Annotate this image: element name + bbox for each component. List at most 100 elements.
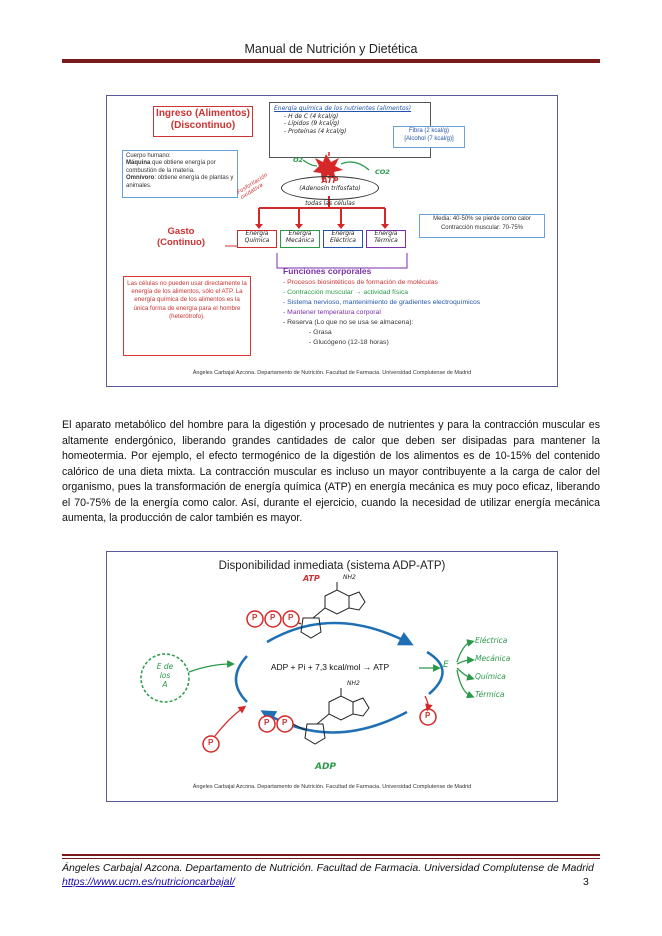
celulas-atp-box: Las células no pueden usar directamente … [123,276,251,356]
food-energy-l3: A [162,680,168,689]
reserva-item: - Glucógeno (12-18 horas) [309,339,389,346]
cycle-arc-top [266,621,414,646]
adp-molecule-icon [292,688,370,745]
phosphate-p: P [252,613,258,622]
fibre-line1: Fibra (2 kcal/g) [408,128,449,134]
cycle-arc-left [234,655,248,703]
energy-branch-1 [456,639,475,663]
arrowhead-2 [295,224,303,229]
cuerpo-humano-box: Cuerpo humano: Máquina que obtiene energ… [122,150,238,198]
funciones-connector [276,253,408,269]
phosphate-in-arrow [214,705,247,737]
gasto-label: Gasto (Continuo) [145,226,217,248]
maquina-label: Máquina [126,160,151,167]
fibre-line2: [Alcohol (7 kcal/g)] [404,136,454,142]
funciones-list: - Procesos biosintéticos de formación de… [283,278,533,348]
arrowhead-3 [337,224,345,229]
nutrient-lipidos: - Lípidos (9 kcal/g) [284,120,340,127]
energy-box-mecanica-l1: Energía [288,230,312,237]
omnivoro-label: Omnívoro [126,175,155,182]
nutrient-hdc: - H de C (4 kcal/g) [284,112,339,120]
nutrient-proteinas: - Proteínas (4 kcal/g) [284,127,347,135]
energy-type-mecanica: Mecánica [475,654,511,663]
energy-branch-2 [456,656,475,665]
media-line2: Contracción muscular: 70-75% [440,225,524,231]
reserva-item: - Grasa [309,329,332,336]
food-energy-l2: los [159,671,171,680]
page-header-title: Manual de Nutrición y Dietética [244,42,418,56]
funciones-title: Funciones corporales [283,266,372,276]
phosphate-circle [258,715,276,733]
figure1-caption: Ángeles Carbajal Azcona. Departamento de… [192,370,472,376]
energy-box-termica-l1: Energía [374,230,398,237]
header-divider [62,59,600,63]
ingreso-subtitle: (Discontinuo) [170,120,236,131]
funcion-item: - Reserva (Lo que no se usa se almacena)… [283,319,414,326]
maquina-desc: que obtiene energía por combustión de la… [126,160,216,174]
co2-arrow-icon [340,161,370,171]
omnivoro-text: Omnívoro: obtiene energía de plantas y a… [126,175,234,190]
gasto-title: Gasto [167,226,195,237]
phosphate-circle [276,715,294,733]
page-number: 3 [583,876,589,888]
phosphate-p: P [270,613,276,622]
media-line1: Media: 40-50% se pierde como calor [433,216,531,222]
maquina-text: Máquina que obtiene energía por combusti… [126,160,234,175]
phosphate-p: P [208,738,214,747]
phosphate-out-arrow [424,695,433,712]
atp-equation: ADP + Pi + 7,3 kcal/mol → ATP [270,662,390,672]
energy-branch-3 [456,667,475,681]
omnivoro-desc: : obtiene energía de plantas y animales. [126,175,234,189]
fibre-box: Fibra (2 kcal/g) [Alcohol (7 kcal/g)] [393,126,465,148]
footer-divider-thin [62,858,600,859]
energy-type-electrica: Eléctrica [475,636,508,645]
energy-type-quimica: Química [475,672,506,681]
food-energy-l1: E de [156,662,174,671]
food-energy-arrow [188,660,235,673]
arrowhead-1 [255,224,263,229]
atp-molecule-icon [288,582,366,639]
energy-type-termica: Térmica [475,690,505,699]
phosphate-p: P [288,613,294,622]
phosphate-circle [246,610,264,628]
energy-box-mecanica: Energía Mecánica [280,230,320,248]
atp-top-label: ATP [303,574,320,583]
energy-box-electrica-l2: Eléctrica [330,236,356,244]
energy-box-mecanica-l2: Mecánica [285,236,315,244]
phosphate-circle [264,610,282,628]
footer-divider-thick [62,854,600,856]
nh2-bottom-label: NH2 [347,680,360,687]
energy-box-electrica: Energía Eléctrica [323,230,363,248]
energy-box-electrica-l1: Energía [331,230,355,237]
footer-url-link[interactable]: https://www.ucm.es/nutricioncarbajal/ [62,876,235,888]
footer-author: Ángeles Carbajal Azcona. Departamento de… [62,862,594,874]
combustion-burst-icon [313,154,343,181]
funcion-item: - Procesos biosintéticos de formación de… [283,279,438,286]
figure2-diagram [140,582,475,753]
ingreso-title: Ingreso (Alimentos) [156,108,250,119]
funcion-item: - Contracción muscular → actividad físic… [283,289,409,296]
o2-label: O2 [293,156,304,164]
nh2-top-label: NH2 [343,574,356,581]
funcion-item: - Mantener temperatura corporal [283,309,381,316]
phosphate-circle [202,735,220,753]
phosphate-circle [282,610,300,628]
atp-desc2: todas las células [305,200,355,207]
atp-desc1: (Adenosín trifosfato) [299,185,361,192]
phosphate-p: P [264,718,270,727]
figure-adp-atp: Disponibilidad inmediata (sistema ADP-AT… [106,551,558,802]
energia-quimica-title: Energía química de los nutrientes (alime… [274,105,412,112]
energy-branch-4 [456,669,475,699]
adp-bottom-label: ADP [315,762,337,772]
cuerpo-title: Cuerpo humano: [126,153,171,159]
food-energy-circle [140,653,190,703]
energy-box-quimica-l1: Energía [245,230,269,237]
co2-label: CO2 [375,168,390,176]
o2-arrow-icon [302,159,318,167]
arrowhead-4 [381,224,389,229]
energy-box-termica-l2: Térmica [374,236,398,244]
figure-energy-balance: Ingreso (Alimentos) (Discontinuo) Energí… [106,95,558,387]
atp-label: ATP [321,176,339,185]
funcion-item: - Sistema nervioso, mantenimiento de gra… [283,299,481,306]
gasto-subtitle: (Continuo) [156,237,205,248]
